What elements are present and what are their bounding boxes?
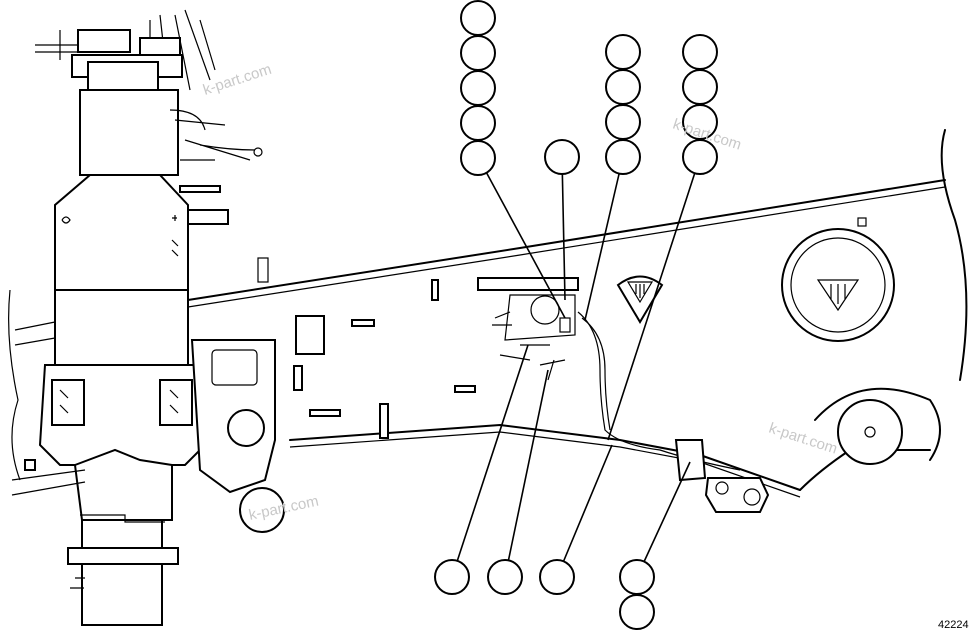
callout-circle [605, 139, 641, 175]
hydraulic-tank-symbol-icon [816, 279, 860, 312]
callout-circle [682, 34, 718, 70]
callout-circle [460, 140, 496, 176]
callout-circle [460, 70, 496, 106]
callout-circle [605, 34, 641, 70]
callout-circles [434, 0, 718, 630]
callout-circle [544, 139, 580, 175]
watermark: k-part.com [767, 420, 840, 458]
callout-circle [619, 559, 655, 595]
callout-circle [682, 139, 718, 175]
callout-circle [460, 0, 496, 36]
callout-circle [460, 35, 496, 71]
callout-circle [460, 105, 496, 141]
callout-circle [605, 104, 641, 140]
boom-frame [187, 129, 968, 533]
mast-assembly [8, 9, 263, 626]
callout-circle [682, 69, 718, 105]
callout-circle [619, 594, 655, 630]
callout-circle [539, 559, 575, 595]
leader-lines [451, 156, 701, 578]
callout-circle [434, 559, 470, 595]
callout-circle [487, 559, 523, 595]
watermark: k-part.com [201, 61, 274, 99]
figure-number: 42224 [938, 619, 969, 631]
callout-circle [605, 69, 641, 105]
cap-hydraulic-symbol-icon [626, 281, 654, 304]
